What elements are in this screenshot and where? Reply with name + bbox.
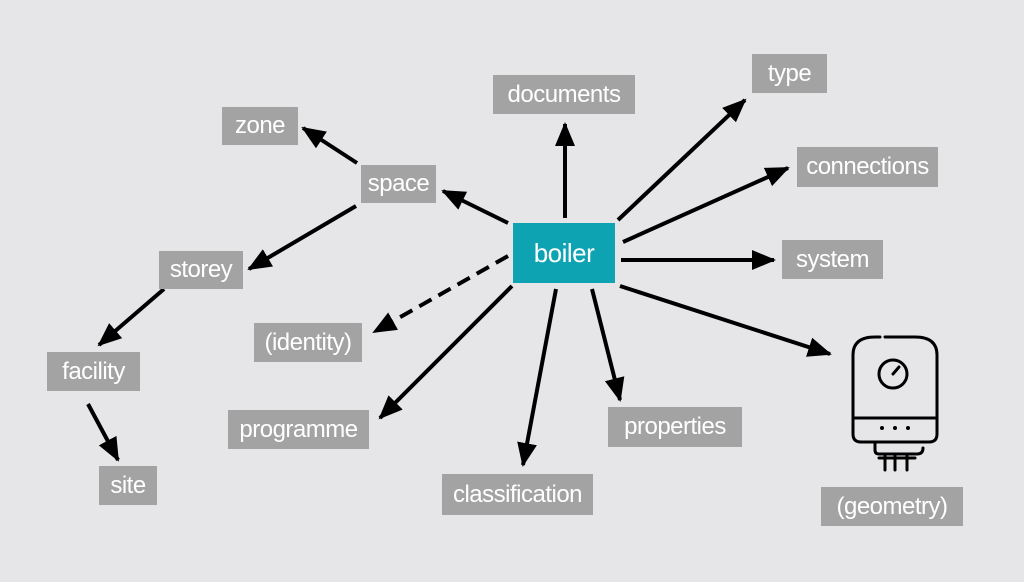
edge-boiler-identity — [372, 254, 509, 334]
node-connections: connections — [797, 147, 938, 187]
edge-facility-site — [86, 403, 120, 462]
node-type: type — [752, 54, 827, 93]
node-system: system — [782, 240, 883, 279]
edge-space-storey — [247, 204, 358, 271]
boiler-appliance-icon — [851, 335, 939, 472]
node-classification: classification — [442, 474, 593, 515]
edge-storey-facility — [97, 287, 166, 347]
node-documents: documents — [493, 75, 635, 114]
edge-boiler-programme — [378, 284, 514, 420]
edge-boiler-properties — [590, 288, 625, 402]
node-properties: properties — [608, 407, 742, 447]
node-programme: programme — [228, 410, 369, 449]
edge-boiler-classification — [517, 288, 558, 467]
node-facility: facility — [47, 352, 140, 391]
node-site: site — [99, 466, 157, 505]
node-storey: storey — [159, 251, 243, 289]
node-geometry: (geometry) — [821, 487, 963, 526]
edge-boiler-space — [441, 189, 509, 225]
node-space: space — [361, 165, 436, 203]
edge-boiler-connections — [622, 166, 790, 244]
node-identity: (identity) — [254, 323, 362, 362]
edge-boiler-geometry — [619, 284, 832, 357]
node-zone: zone — [222, 107, 298, 145]
edge-boiler-type — [616, 98, 747, 222]
node-boiler: boiler — [513, 223, 615, 283]
edge-space-zone — [301, 126, 359, 165]
